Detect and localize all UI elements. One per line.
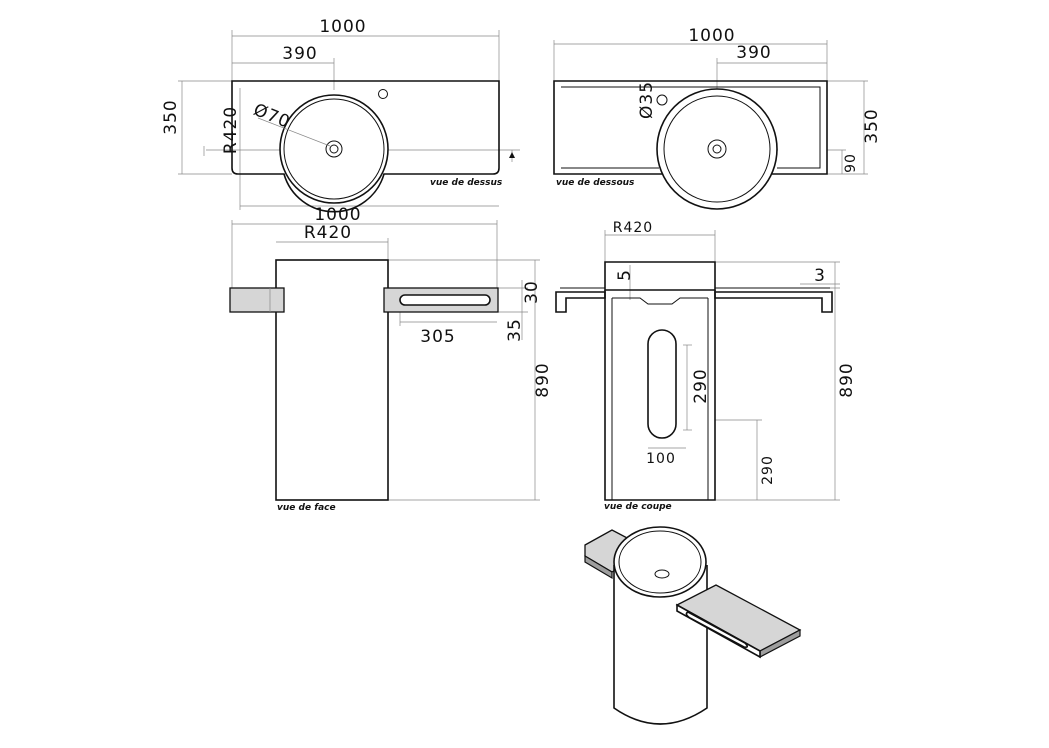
bottom-hole-label: Ø35 [637, 81, 657, 119]
top-view-outline [231, 80, 500, 213]
bottom-view-outline [553, 80, 828, 210]
section-opening-width-label: 100 [646, 451, 676, 467]
top-offset-label: 390 [282, 44, 317, 64]
front-view-caption: vue de face [277, 503, 336, 513]
front-total-height-label: 890 [533, 362, 553, 397]
top-radius-label: R420 [221, 106, 241, 154]
section-view-outline [555, 261, 833, 501]
top-drain-label: Ø70 [251, 100, 294, 133]
section-floor-height-label: 290 [760, 455, 776, 485]
front-view-outline [229, 259, 499, 501]
top-width-label: 1000 [319, 17, 366, 37]
bottom-view-caption: vue de dessous [556, 178, 635, 188]
bottom-view: 1000 390 Ø35 350 90 vue de dessous [553, 26, 882, 210]
front-thickness-label: 30 [522, 280, 542, 304]
front-view-dimension-lines [231, 220, 540, 501]
front-radius-label: R420 [304, 223, 352, 243]
front-width-label: 1000 [314, 205, 361, 225]
section-view-dimension-lines [604, 230, 840, 501]
top-depth-label: 350 [161, 99, 181, 134]
front-slot-height-label: 35 [505, 318, 525, 342]
section-radius-label: R420 [613, 220, 653, 236]
section-total-height-label: 890 [837, 362, 857, 397]
section-opening-height-label: 290 [691, 368, 711, 403]
bottom-width-label: 1000 [688, 26, 735, 46]
bottom-height-label: 90 [843, 153, 859, 173]
section-rim-label: 5 [615, 269, 635, 281]
top-view: 1000 390 350 R420 Ø70 vue de dessus [161, 17, 520, 213]
top-view-caption: vue de dessus [430, 178, 503, 188]
bottom-depth-label: 350 [862, 108, 882, 143]
section-wall-label: 3 [814, 266, 826, 286]
section-view-caption: vue de coupe [604, 502, 672, 512]
front-view: 1000 R420 30 35 305 890 vue de face [229, 205, 553, 513]
section-view: R420 5 3 290 100 290 890 vue de coupe [555, 220, 857, 512]
front-slot-length-label: 305 [420, 327, 455, 347]
isometric-view [584, 526, 802, 725]
bottom-offset-label: 390 [736, 43, 771, 63]
